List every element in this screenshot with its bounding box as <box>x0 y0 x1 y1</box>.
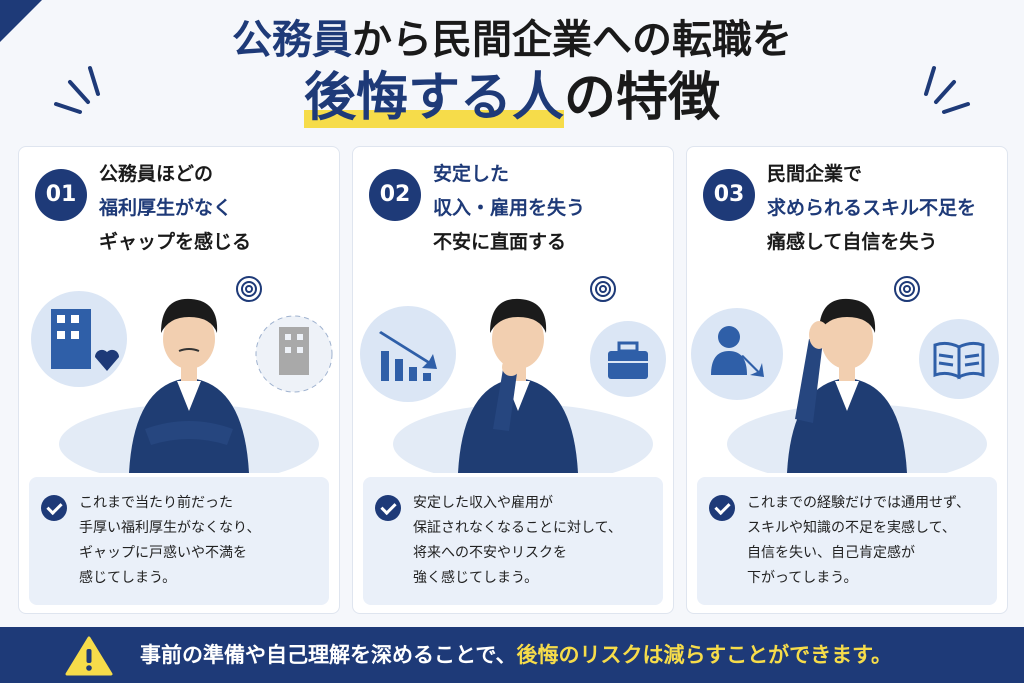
check-icon <box>709 495 735 521</box>
card-description: これまでの経験だけでは通用せず、スキルや知識の不足を実感して、自信を失い、自己肯… <box>697 477 997 605</box>
card-description: 安定した収入や雇用が保証されなくなることに対して、将来への不安やリスクを強く感じ… <box>363 477 663 605</box>
hospital-building-icon <box>279 327 309 375</box>
warning-icon <box>65 636 113 676</box>
card-illustration <box>31 276 333 473</box>
banner-text: 事前の準備や自己理解を深めることで、後悔のリスクは減らすことができます。 <box>140 643 893 667</box>
bottom-banner: 事前の準備や自己理解を深めることで、後悔のリスクは減らすことができます。 <box>0 627 1024 683</box>
card-illustration <box>691 276 999 473</box>
heart-icon <box>94 349 120 371</box>
card-2: 02 安定した 収入・雇用を失う 不安に直面する 安定した収入や雇用が保証されな… <box>352 146 674 614</box>
card-heading: 安定した 収入・雇用を失う 不安に直面する <box>433 163 586 253</box>
right-accent-dashes-icon <box>924 66 970 114</box>
worry-swirl-icon <box>236 276 262 302</box>
title-line-2: 後悔する人の特徴 <box>303 68 721 128</box>
card-description: これまで当たり前だった手厚い福利厚生がなくなり、ギャップに戸惑いや不満を感じてし… <box>29 477 329 605</box>
worried-man-illustration <box>129 298 249 473</box>
worry-swirl-icon <box>590 276 616 302</box>
card-1: 01 公務員ほどの 福利厚生がなく ギャップを感じる これまで当たり前だった手厚… <box>18 146 340 614</box>
briefcase-icon <box>608 341 648 379</box>
card-heading: 公務員ほどの 福利厚生がなく ギャップを感じる <box>99 163 252 253</box>
card-3: 03 民間企業で 求められるスキル不足を 痛感して自信を失う これまでの経験だけ… <box>686 146 1008 614</box>
card-number: 01 <box>35 169 87 221</box>
building-heart-icon <box>51 309 91 369</box>
person-down-arrow-icon <box>711 326 764 377</box>
left-accent-dashes-icon <box>54 66 100 114</box>
title-line-1: 公務員から民間企業への転職を <box>232 17 792 63</box>
card-number: 02 <box>369 169 421 221</box>
check-icon <box>375 495 401 521</box>
declining-chart-icon <box>379 331 437 381</box>
card-heading: 民間企業で 求められるスキル不足を 痛感して自信を失う <box>767 163 977 253</box>
worry-swirl-icon <box>894 276 920 302</box>
head-in-hand-man-illustration <box>787 298 907 473</box>
thinking-man-illustration <box>458 298 578 473</box>
book-icon <box>933 341 985 380</box>
check-icon <box>41 495 67 521</box>
corner-accent <box>0 0 42 42</box>
card-illustration <box>360 276 666 473</box>
card-number: 03 <box>703 169 755 221</box>
